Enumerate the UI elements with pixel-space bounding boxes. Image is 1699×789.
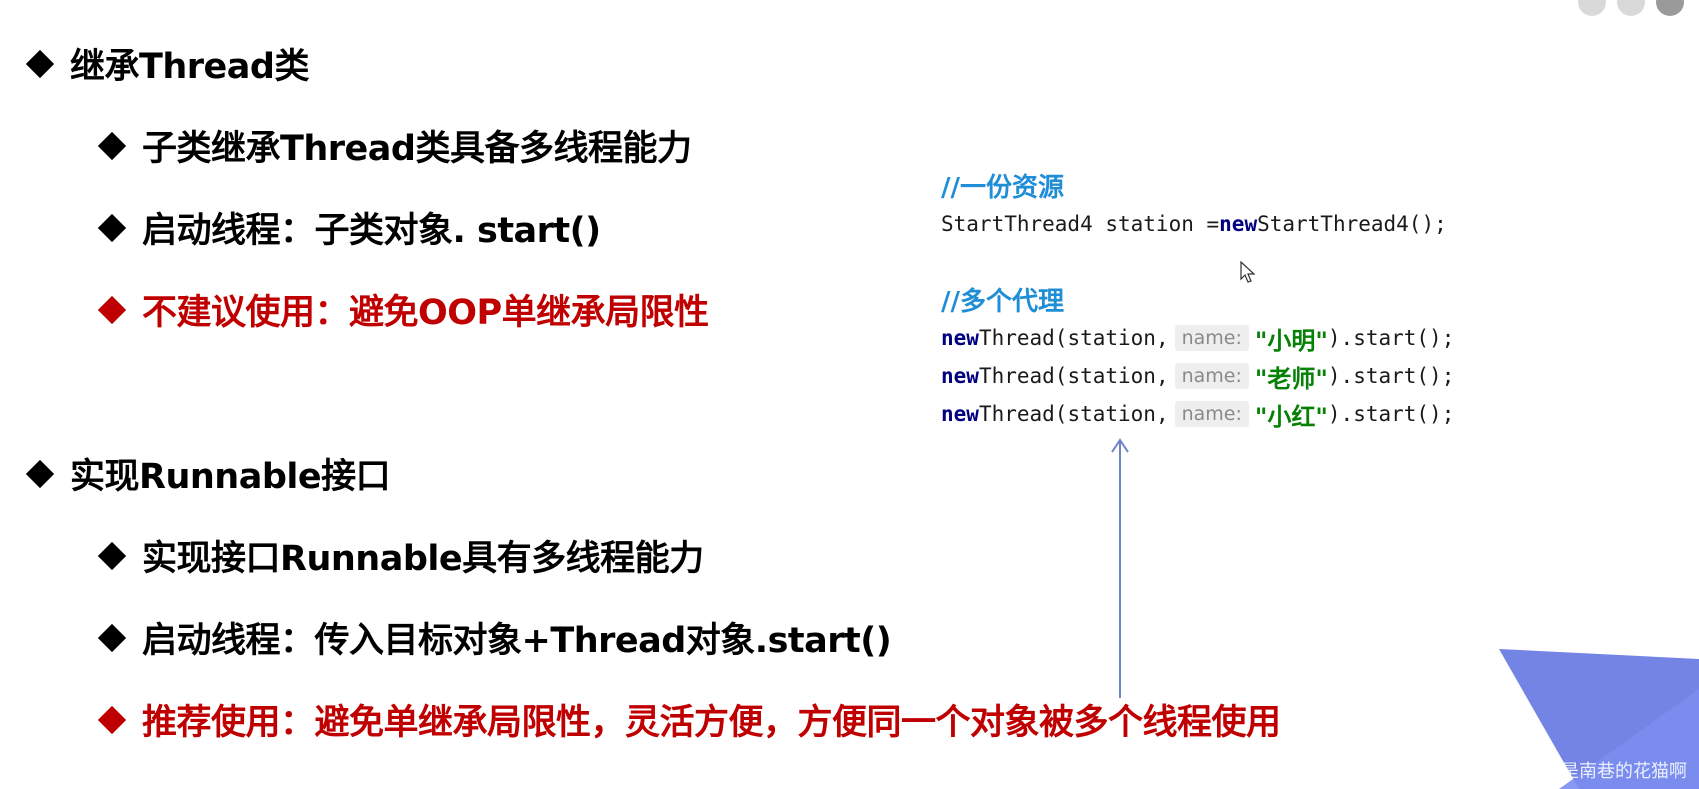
section2-item-3: 推荐使用：避免单继承局限性，灵活方便，方便同一个对象被多个线程使用 xyxy=(97,694,1281,745)
corner-decoration xyxy=(1499,649,1699,789)
section2-item-2: 启动线程：传入目标对象+Thread对象.start() xyxy=(97,612,892,663)
window-button-2[interactable] xyxy=(1617,0,1645,16)
watermark: CSDN @是南巷的花猫啊 xyxy=(1485,761,1687,782)
code-line-thread-2: new Thread(station,name:"老师").start(); xyxy=(941,363,1455,393)
section1-item-2: 启动线程：子类对象. start() xyxy=(97,202,601,253)
diamond-bullet-icon xyxy=(97,295,127,324)
annotation-arrow-line xyxy=(1119,442,1121,698)
diamond-bullet-icon xyxy=(97,623,127,652)
param-hint: name: xyxy=(1174,401,1249,427)
mouse-cursor-icon xyxy=(1240,261,1256,283)
diamond-bullet-icon xyxy=(25,459,55,488)
section1-heading-text: 继承Thread类 xyxy=(70,47,309,87)
diamond-bullet-icon xyxy=(97,541,127,570)
diamond-bullet-icon xyxy=(97,131,127,160)
section1-heading: 继承Thread类 xyxy=(25,38,309,89)
diamond-bullet-icon xyxy=(25,49,55,78)
code-comment-proxies: //多个代理 xyxy=(941,286,1064,317)
section1-item-3-text: 不建议使用：避免OOP单继承局限性 xyxy=(142,293,709,333)
diamond-bullet-icon xyxy=(97,213,127,242)
code-line-thread-3: new Thread(station,name:"小红").start(); xyxy=(941,401,1455,431)
section1-item-2-text: 启动线程：子类对象. start() xyxy=(142,211,601,251)
window-button-3[interactable] xyxy=(1656,0,1684,16)
window-button-1[interactable] xyxy=(1578,0,1606,16)
code-line-station: StartThread4 station = new StartThread4(… xyxy=(941,212,1447,236)
code-comment-resource: //一份资源 xyxy=(941,172,1064,203)
arrow-head-icon xyxy=(1111,438,1129,453)
section1-item-1-text: 子类继承Thread类具备多线程能力 xyxy=(142,129,692,169)
section1-item-1: 子类继承Thread类具备多线程能力 xyxy=(97,120,692,171)
section2-item-1-text: 实现接口Runnable具有多线程能力 xyxy=(142,539,704,579)
section2-item-1: 实现接口Runnable具有多线程能力 xyxy=(97,530,704,581)
param-hint: name: xyxy=(1174,363,1249,389)
section2-heading: 实现Runnable接口 xyxy=(25,448,391,499)
param-hint: name: xyxy=(1174,325,1249,351)
section2-item-3-text: 推荐使用：避免单继承局限性，灵活方便，方便同一个对象被多个线程使用 xyxy=(142,703,1281,743)
section1-item-3: 不建议使用：避免OOP单继承局限性 xyxy=(97,284,709,335)
code-line-thread-1: new Thread(station,name:"小明").start(); xyxy=(941,325,1455,355)
section2-heading-text: 实现Runnable接口 xyxy=(70,457,391,497)
section2-item-2-text: 启动线程：传入目标对象+Thread对象.start() xyxy=(142,621,892,661)
diamond-bullet-icon xyxy=(97,705,127,734)
